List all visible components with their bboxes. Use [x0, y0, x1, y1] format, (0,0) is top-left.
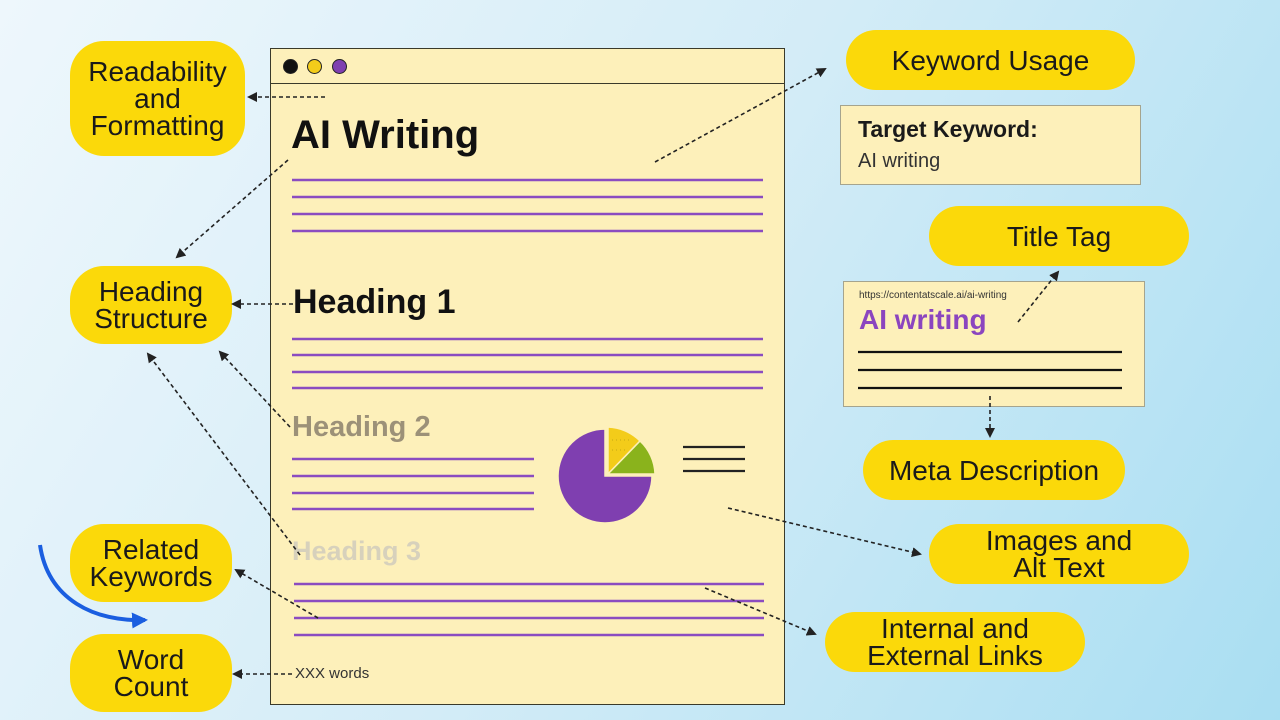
dashed-arrows	[146, 68, 1060, 679]
target-keyword-card: Target Keyword: AI writing	[840, 105, 1141, 185]
window-dot-black-icon	[283, 59, 298, 74]
pie-hatch	[612, 439, 630, 451]
page-title: AI Writing	[291, 113, 480, 157]
word-count-text: XXX words	[295, 665, 370, 682]
word-count-label: Word Count	[70, 634, 232, 712]
serp-preview-card: https://contentatscale.ai/ai-writing AI …	[843, 281, 1145, 407]
window-dot-yellow-icon	[307, 59, 322, 74]
arrow-title-to-heading-structure	[175, 159, 289, 259]
pie-slice-green	[606, 439, 656, 475]
arrow-images	[727, 507, 922, 557]
arrow-keyword-usage	[654, 68, 827, 163]
target-keyword-label: Target Keyword:	[858, 116, 1038, 142]
caption-lines	[683, 445, 745, 473]
images-alt-text-label: Images and Alt Text	[929, 524, 1189, 584]
document-page: AI Writing Heading 1 Heading 2 Heading 3…	[270, 48, 785, 705]
title-tag-label: Title Tag	[929, 206, 1189, 266]
curved-arrow-icon	[38, 544, 148, 629]
target-keyword-value: AI writing	[858, 150, 941, 172]
heading-3: Heading 3	[292, 536, 422, 566]
related-keywords-label: Related Keywords	[70, 524, 232, 602]
pie-chart-icon	[557, 426, 656, 524]
arrow-heading3	[146, 352, 301, 556]
arrow-related-keywords	[234, 568, 319, 619]
serp-title: AI writing	[859, 304, 987, 335]
internal-external-links-label: Internal and External Links	[825, 612, 1085, 672]
serp-lines	[858, 350, 1122, 390]
text-rules	[292, 178, 764, 637]
heading-structure-label: Heading Structure	[70, 266, 232, 344]
readability-formatting-label: Readability and Formatting	[70, 41, 245, 156]
arrow-heading2	[218, 350, 291, 428]
serp-url: https://contentatscale.ai/ai-writing	[859, 290, 1007, 301]
window-title-bar	[271, 49, 784, 84]
window-dot-purple-icon	[332, 59, 347, 74]
arrow-links	[704, 587, 817, 636]
heading-1: Heading 1	[293, 283, 456, 321]
arrow-title-tag	[1017, 270, 1060, 323]
keyword-usage-label: Keyword Usage	[846, 30, 1135, 90]
pie-slice-purple	[557, 428, 653, 524]
heading-2: Heading 2	[292, 411, 431, 443]
meta-description-label: Meta Description	[863, 440, 1125, 500]
